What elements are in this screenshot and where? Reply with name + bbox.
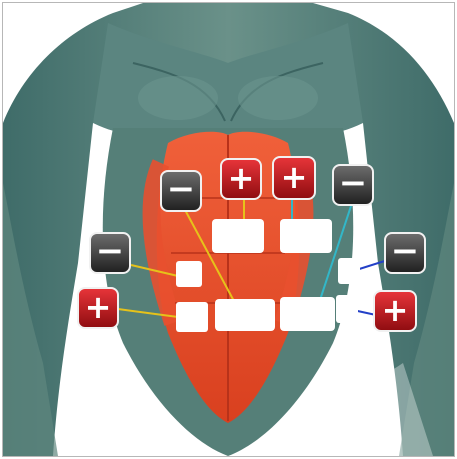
- upper-right-positive-button[interactable]: +: [273, 157, 315, 199]
- upper-left-positive-button[interactable]: +: [221, 159, 261, 199]
- minus-icon: −: [167, 169, 196, 209]
- plus-icon: +: [382, 291, 409, 329]
- side-right-positive-button[interactable]: +: [374, 291, 416, 331]
- minus-icon: −: [339, 163, 368, 203]
- pad-lower-left: [215, 299, 275, 331]
- minus-icon: −: [391, 231, 420, 271]
- upper-right-negative-button[interactable]: −: [333, 163, 373, 205]
- side-left-negative-button[interactable]: −: [90, 231, 130, 273]
- pad-side-right-lower: [336, 295, 358, 323]
- pad-side-left-lower: [176, 302, 208, 332]
- pad-side-left-upper: [176, 261, 202, 287]
- pad-upper-right: [280, 219, 332, 253]
- pad-upper-left: [212, 219, 264, 253]
- plus-icon: +: [85, 288, 112, 326]
- plus-icon: +: [228, 159, 255, 197]
- upper-left-negative-button[interactable]: −: [161, 169, 201, 211]
- side-left-positive-button[interactable]: +: [78, 288, 118, 328]
- side-right-negative-button[interactable]: −: [385, 231, 425, 273]
- pad-lower-right: [280, 297, 335, 331]
- minus-icon: −: [96, 231, 125, 271]
- pad-side-right-upper: [338, 258, 360, 284]
- plus-icon: +: [281, 158, 308, 196]
- torso-illustration: + + − − − + − +: [3, 3, 454, 456]
